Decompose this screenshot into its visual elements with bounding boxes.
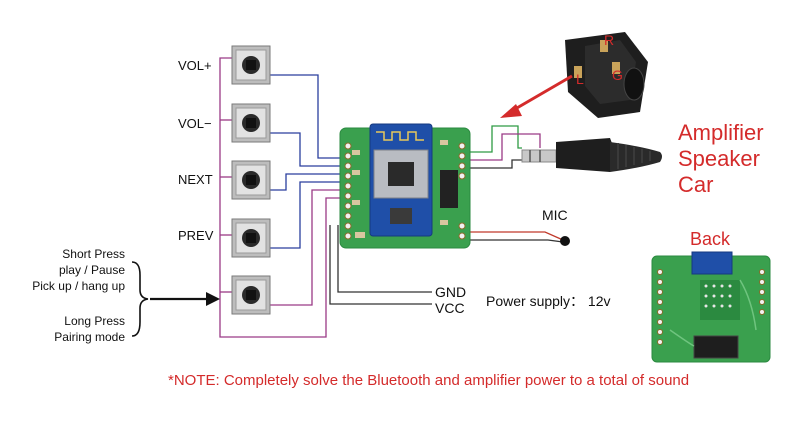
pcb-back-view — [651, 251, 771, 363]
note-pick-up: Pick up / hang up — [32, 279, 125, 293]
arrow-to-pair-button — [150, 292, 220, 306]
label-back: Back — [690, 229, 731, 249]
label-vol-minus: VOL− — [178, 116, 212, 131]
wire-jack-dark — [466, 159, 528, 169]
note-play-pause: play / Pause — [59, 263, 125, 277]
curly-brace — [131, 261, 149, 337]
wire-prev — [270, 181, 345, 249]
footer-note: *NOTE: Completely solve the Bluetooth an… — [168, 372, 689, 389]
jack-label-l: L — [576, 71, 584, 87]
label-gnd: GND — [435, 284, 466, 300]
note-short-press: Short Press — [62, 247, 125, 261]
wire-common-rail — [219, 57, 345, 338]
jack-label-g: G — [612, 67, 623, 83]
label-mic: MIC — [542, 207, 568, 223]
bt-crystal — [390, 208, 412, 224]
red-arrow — [500, 74, 573, 118]
power-wires — [329, 225, 432, 305]
note-pairing: Pairing mode — [54, 330, 125, 344]
button-wires — [219, 57, 345, 338]
tact-button-vol-plus — [231, 45, 271, 85]
wire-gnd — [337, 225, 432, 293]
label-vol-plus: VOL+ — [178, 58, 212, 73]
main-pcb — [339, 123, 471, 249]
wire-pair — [270, 189, 345, 306]
pcb-pins-left — [344, 142, 352, 240]
tact-button-prev — [231, 218, 271, 258]
wire-jack-green — [466, 125, 522, 153]
jack-label-r: R — [604, 32, 614, 48]
bt-chip — [388, 162, 414, 186]
label-car: Car — [678, 172, 713, 197]
smd-parts — [352, 140, 448, 238]
pcb-pins-right — [458, 142, 466, 240]
audio-plug-cable — [521, 138, 662, 172]
label-amplifier: Amplifier — [678, 120, 764, 145]
tact-button-next — [231, 160, 271, 200]
press-notes: Short Press play / Pause Pick up / hang … — [32, 247, 125, 344]
output-labels: Amplifier Speaker Car — [678, 120, 764, 197]
output-wires — [466, 125, 564, 243]
mic-element — [560, 236, 570, 246]
label-prev: PREV — [178, 228, 214, 243]
tact-button-pairing — [231, 275, 271, 315]
wire-mic-red — [466, 231, 564, 241]
label-vcc: VCC — [435, 300, 465, 316]
wire-vcc — [329, 225, 432, 305]
amp-chip — [440, 170, 458, 208]
tact-button-vol-minus — [231, 103, 271, 143]
wire-jack-purple — [466, 133, 541, 161]
wire-vol-minus — [270, 132, 345, 167]
wire-vol-plus — [270, 74, 345, 159]
note-long-press: Long Press — [64, 314, 125, 328]
label-speaker: Speaker — [678, 146, 760, 171]
wire-next — [270, 173, 345, 191]
label-power-supply: Power supply： 12v — [486, 293, 611, 309]
antenna-trace — [376, 131, 424, 141]
wire-mic-dark — [466, 239, 564, 243]
audio-jack-socket — [565, 32, 648, 118]
label-next: NEXT — [178, 172, 213, 187]
